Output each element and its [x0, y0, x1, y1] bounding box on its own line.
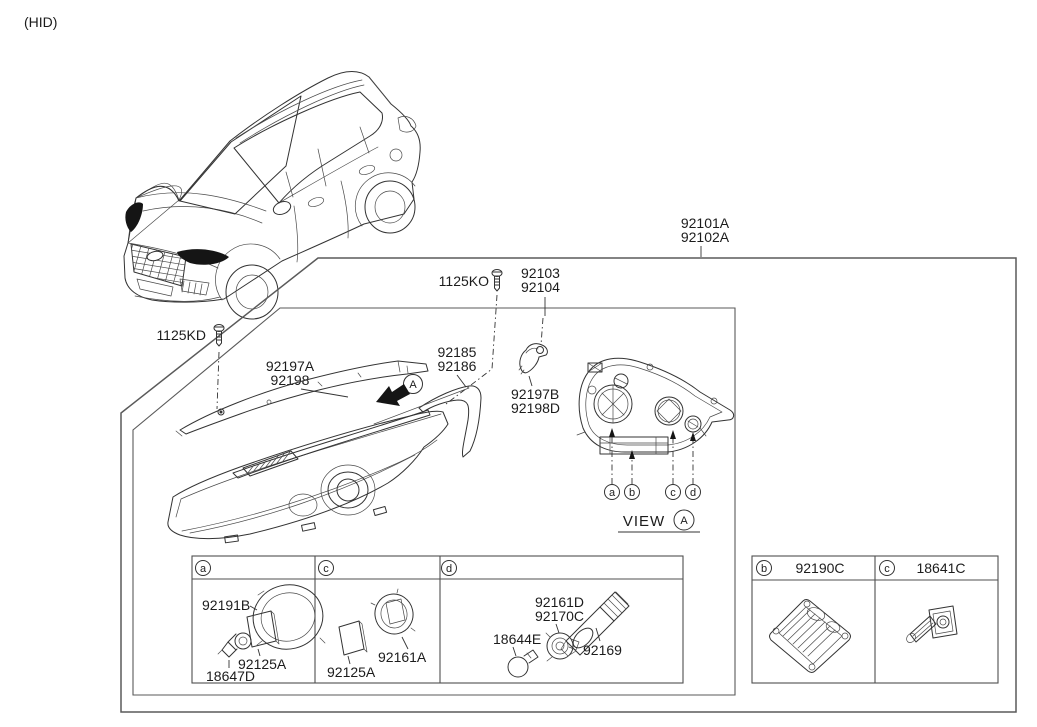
- callout-92103-92104: 92103 92104: [518, 265, 560, 375]
- bezel-label-2: 92186: [438, 358, 477, 374]
- socket-part-label-1: 92161D: [535, 594, 584, 610]
- pos-d-label: d: [690, 487, 696, 499]
- trim-label-2: 92198: [271, 372, 310, 388]
- position-callouts: a b c d: [604, 484, 701, 500]
- bulb-part-label: 18647D: [206, 668, 255, 684]
- view-letter: A: [680, 515, 688, 527]
- socket-part-label-2: 92170C: [535, 608, 584, 624]
- bracket-top-label-1: 92103: [521, 265, 560, 281]
- trim-strip-drawing: [175, 360, 429, 437]
- side-bracket-callout: 92197B 92198D: [511, 375, 560, 416]
- signal-bulb-drawing: [507, 649, 539, 678]
- assembly-label: 92101A 92102A: [681, 215, 730, 257]
- view-caption: VIEW A: [618, 509, 700, 533]
- pad-drawing: [246, 610, 280, 648]
- dust-cap-drawing: [370, 588, 416, 635]
- table-left-header-c: c: [323, 563, 329, 575]
- igniter-part-label: 18641C: [916, 560, 965, 576]
- circled-a: [403, 374, 423, 394]
- bezel-label-1: 92185: [438, 344, 477, 360]
- socket-drawing: [545, 632, 580, 662]
- vehicle-illustration: [123, 71, 421, 320]
- bolt-icon: [213, 324, 225, 347]
- variant-tag: (HID): [24, 14, 57, 30]
- assembly-part-no-1: 92101A: [681, 215, 730, 231]
- cell-d: 92161D 92170C 18644E: [493, 591, 630, 678]
- rear-housing-view: a b c d VIEW A: [576, 357, 735, 533]
- side-windows: [233, 91, 383, 204]
- table-right-header-c: c: [884, 563, 890, 575]
- bracket-top-label-2: 92104: [521, 279, 560, 295]
- cell-a: 92191B 92125A 18647D: [202, 584, 326, 684]
- mounting-bracket-drawing: [518, 343, 548, 375]
- bolt-left-label: 1125KD: [156, 327, 206, 343]
- bulb-part-label: 18644E: [493, 631, 541, 647]
- headlamp-accent-left: [125, 202, 143, 232]
- table-left-header-d: d: [446, 563, 452, 575]
- side-bracket-label-2: 92198D: [511, 400, 560, 416]
- fog-lamp: [179, 278, 210, 296]
- outer-assembly-box: [120, 257, 1017, 713]
- bolt-top-label: 1125KO: [439, 273, 489, 289]
- bezel-strip-drawing: [373, 385, 482, 458]
- parts-table-right: b 92190C c 18641C: [751, 555, 999, 684]
- callout-1125KO: 1125KO: [439, 269, 503, 405]
- retaining-ring-drawing: [252, 584, 326, 650]
- headlamp-front-view: [167, 409, 449, 544]
- ballast-drawing: [769, 599, 851, 673]
- table-right-header-b: b: [761, 563, 767, 575]
- bezel-strip: 92185 92186: [373, 344, 482, 458]
- pos-b-label: b: [629, 487, 635, 499]
- cap-part-label: 92161A: [378, 649, 427, 665]
- hid-bulb-drawing: [217, 632, 252, 658]
- plug-drawing: [560, 591, 630, 657]
- pos-c-label: c: [670, 487, 676, 499]
- rear-wheel: [355, 172, 416, 234]
- direction-letter: A: [409, 379, 417, 391]
- headlamp-accent-right: [177, 249, 229, 265]
- plug-part-label: 92169: [583, 642, 622, 658]
- view-word: VIEW: [623, 513, 665, 530]
- callout-1125KD: 1125KD: [156, 324, 225, 410]
- direction-arrow-icon: [376, 384, 410, 406]
- position-leaders: [609, 428, 696, 484]
- pos-a-label: a: [609, 487, 616, 499]
- ballast-part-label: 92190C: [795, 560, 844, 576]
- pad-drawing: [338, 620, 368, 656]
- pad-part-label: 92125A: [327, 664, 376, 680]
- pad-part-label: 92125A: [238, 656, 287, 672]
- tail-lamp: [397, 116, 417, 133]
- assembly-part-no-2: 92102A: [681, 229, 730, 245]
- inner-lamp-box: [132, 307, 736, 696]
- side-bracket-label-1: 92197B: [511, 386, 559, 402]
- mirror: [272, 200, 292, 216]
- ring-part-label: 92191B: [202, 597, 250, 613]
- brand-logo: [146, 250, 164, 262]
- igniter-drawing: [906, 605, 958, 643]
- direction-indicator: A: [376, 374, 423, 406]
- trim-label-1: 92197A: [266, 358, 315, 374]
- windshield: [179, 95, 302, 215]
- bolt-icon: [491, 269, 503, 292]
- parts-table-left: a c d 92191B 92125A: [191, 555, 684, 684]
- trim-strip: 92197A 92198: [175, 358, 429, 437]
- cell-c: 92125A 92161A: [327, 588, 427, 680]
- table-left-header-a: a: [200, 563, 207, 575]
